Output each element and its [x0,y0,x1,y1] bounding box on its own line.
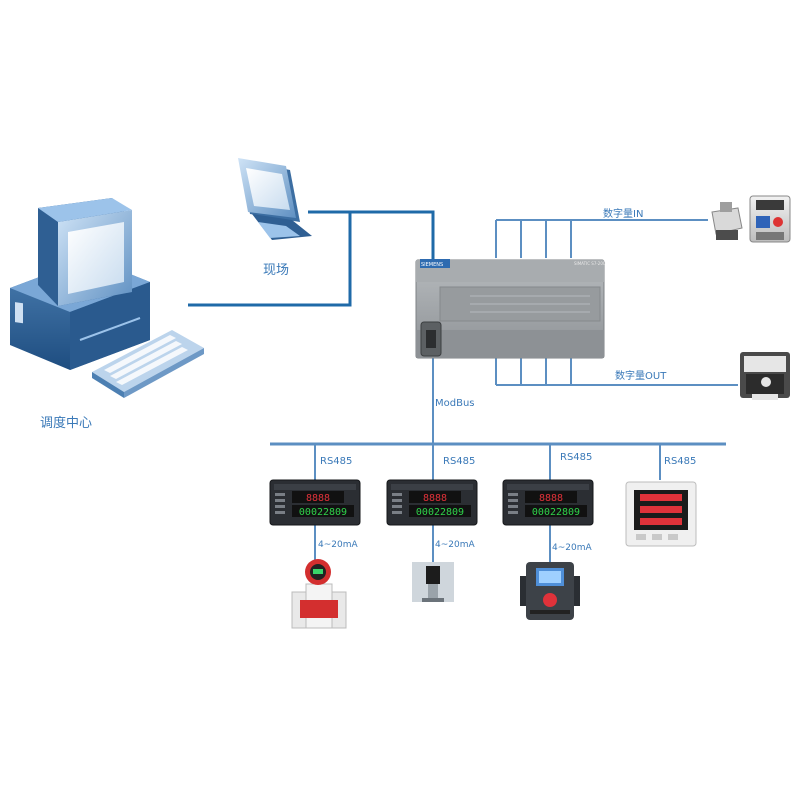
panel-meter-1: 8888 00022809 [269,479,361,526]
rs485-label-4: RS485 [664,456,696,467]
rs485-label-1: RS485 [320,456,352,467]
dispatch-center-label: 调度中心 [40,415,92,431]
meter-top-readout: 8888 [423,493,447,504]
modbus-label: ModBus [435,398,475,409]
power-meter-icon [625,481,697,547]
analog-label-3: 4~20mA [552,543,592,553]
plc-controller [415,259,605,359]
gas-detector-icon [520,562,580,620]
field-to-plc-line [350,210,435,262]
contactor-icon [740,352,790,400]
digital-out-label: 数字量OUT [615,369,667,382]
dispatch-computer-icon [10,198,204,398]
meter-top-readout: 8888 [539,493,563,504]
field-monitor-icon [238,158,312,240]
input-relay-icon [711,202,743,240]
panel-meter-2: 8888 00022809 [386,479,478,526]
connection-lines [188,210,435,307]
meter-bottom-readout: 00022809 [532,507,580,518]
analog-label-1: 4~20mA [318,540,358,550]
panel-meter-3: 8888 00022809 [502,479,594,526]
electromagnetic-flowmeter-icon [291,559,347,629]
meter-top-readout: 8888 [306,493,330,504]
thermal-overload-relay-icon [749,195,791,243]
dispatch-to-field-line [188,210,352,307]
analog-label-2: 4~20mA [435,540,475,550]
labels: 调度中心 现场 数字量IN 数字量OUT ModBus RS485 RS485 … [40,207,696,553]
rs485-label-2: RS485 [443,456,475,467]
field-label: 现场 [263,263,289,278]
meter-bottom-readout: 00022809 [299,507,347,518]
rs485-label-3: RS485 [560,452,592,463]
pressure-transmitter-icon [412,562,454,602]
digital-in-label: 数字量IN [603,207,643,220]
panel-meters: 8888 00022809 8888 00022809 8888 00022809 [269,479,594,526]
io-lines [314,219,738,565]
plc-brand-label: SIEMENS [421,262,443,268]
plc-model-label: SIMATIC S7-200 [574,261,606,266]
meter-bottom-readout: 00022809 [416,507,464,518]
